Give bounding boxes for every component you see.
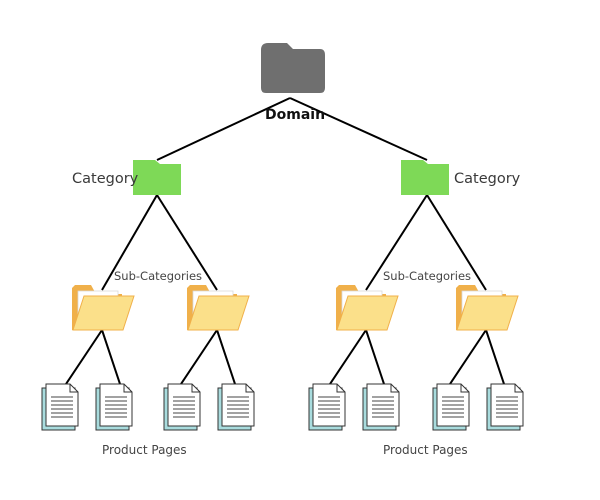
category-folder-icon-right	[401, 160, 449, 195]
connector-subcategory-to-page-left-b-1	[180, 329, 218, 385]
connector-domain-to-category-left	[156, 97, 291, 161]
connector-category-to-subcategory-right-a	[365, 194, 428, 291]
subcategory-folder-icon-right-b	[456, 285, 519, 331]
node-icons	[41, 43, 524, 431]
connector-subcategory-to-page-left-a-1	[65, 329, 103, 385]
connector-subcategory-to-page-left-b-2	[216, 329, 236, 385]
connector-category-to-subcategory-right-b	[426, 194, 487, 291]
product-page-icon-2	[95, 383, 133, 431]
product-page-icon-4	[217, 383, 255, 431]
product-page-icon-5	[308, 383, 346, 431]
connector-subcategory-to-page-left-a-2	[101, 329, 121, 385]
connector-category-to-subcategory-left-a	[101, 194, 158, 291]
connector-subcategory-to-page-right-b-1	[449, 329, 487, 385]
subcategory-folder-icon-left-a	[72, 285, 135, 331]
category-label-left: Category	[72, 171, 139, 187]
subcategory-folder-icon-left-b	[187, 285, 250, 331]
subcategories-label-right: Sub-Categories	[383, 269, 472, 283]
category-label-right: Category	[454, 171, 521, 187]
product-page-icon-6	[362, 383, 400, 431]
product-page-icon-8	[486, 383, 524, 431]
product-page-icon-7	[432, 383, 470, 431]
subcategories-label-left: Sub-Categories	[114, 269, 203, 283]
subcategory-folder-icon-right-a	[336, 285, 399, 331]
connector-subcategory-to-page-right-a-1	[329, 329, 367, 385]
connector-category-to-subcategory-left-b	[156, 194, 218, 291]
domain-label: Domain	[265, 107, 326, 123]
connector-subcategory-to-page-right-a-2	[365, 329, 385, 385]
product-pages-label-left: Product Pages	[102, 443, 187, 457]
product-page-icon-3	[163, 383, 201, 431]
connector-lines	[65, 97, 505, 385]
domain-folder-icon	[261, 43, 325, 93]
connector-subcategory-to-page-right-b-2	[485, 329, 505, 385]
product-pages-label-right: Product Pages	[383, 443, 468, 457]
product-page-icon-1	[41, 383, 79, 431]
category-folder-icon-left	[133, 160, 181, 195]
connector-domain-to-category-right	[289, 97, 428, 161]
